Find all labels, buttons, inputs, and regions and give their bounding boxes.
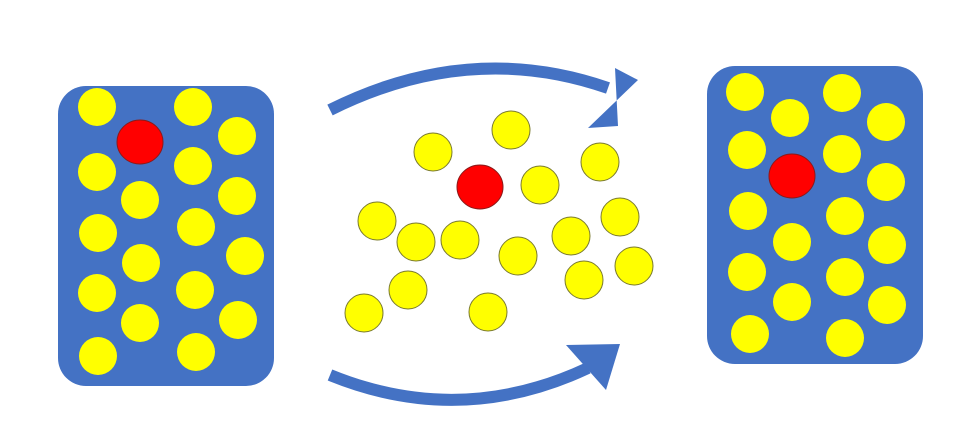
yellow-particle [729,192,767,230]
top-arrow-shaft [327,62,610,116]
yellow-particle [79,337,117,375]
yellow-particle [826,197,864,235]
yellow-particle [218,117,256,155]
yellow-particle [413,132,453,172]
yellow-particle [614,246,654,286]
yellow-particle [826,258,864,296]
red-particle [116,119,164,165]
yellow-particle [498,236,538,276]
yellow-particle [728,253,766,291]
yellow-particle [600,197,640,237]
bottom-arrow-head [566,344,620,390]
yellow-particle [78,153,116,191]
yellow-particle [728,131,766,169]
yellow-particle [218,177,256,215]
yellow-particle [121,304,159,342]
yellow-particle [121,181,159,219]
released-particles [344,110,654,333]
yellow-particle [868,286,906,324]
red-particle [456,164,504,210]
yellow-particle [468,292,508,332]
left-container-particles [78,88,264,375]
yellow-particle [773,223,811,261]
yellow-particle [122,244,160,282]
yellow-particle [174,88,212,126]
right-container [707,66,923,364]
top-arrow-head [588,68,638,128]
yellow-particle [868,226,906,264]
yellow-particle [226,237,264,275]
bottom-arrow [327,344,620,406]
yellow-particle [79,214,117,252]
top-arrow [327,62,638,128]
yellow-particle [773,283,811,321]
yellow-particle [357,201,397,241]
yellow-particle [219,301,257,339]
yellow-particle [344,293,384,333]
bottom-arrow-shaft [327,362,591,406]
yellow-particle [867,163,905,201]
yellow-particle [771,99,809,137]
red-particle [768,153,816,199]
right-container-particles [726,73,906,357]
yellow-particle [564,260,604,300]
yellow-particle [520,165,560,205]
yellow-particle [551,216,591,256]
yellow-particle [823,74,861,112]
yellow-particle [440,220,480,260]
yellow-particle [731,315,769,353]
yellow-particle [826,319,864,357]
yellow-particle [176,271,214,309]
yellow-particle [867,103,905,141]
yellow-particle [174,147,212,185]
yellow-particle [491,110,531,150]
yellow-particle [78,88,116,126]
yellow-particle [388,270,428,310]
yellow-particle [726,73,764,111]
yellow-particle [177,208,215,246]
yellow-particle [78,274,116,312]
yellow-particle [823,135,861,173]
yellow-particle [396,222,436,262]
yellow-particle [177,333,215,371]
left-container [58,86,274,386]
yellow-particle [580,142,620,182]
